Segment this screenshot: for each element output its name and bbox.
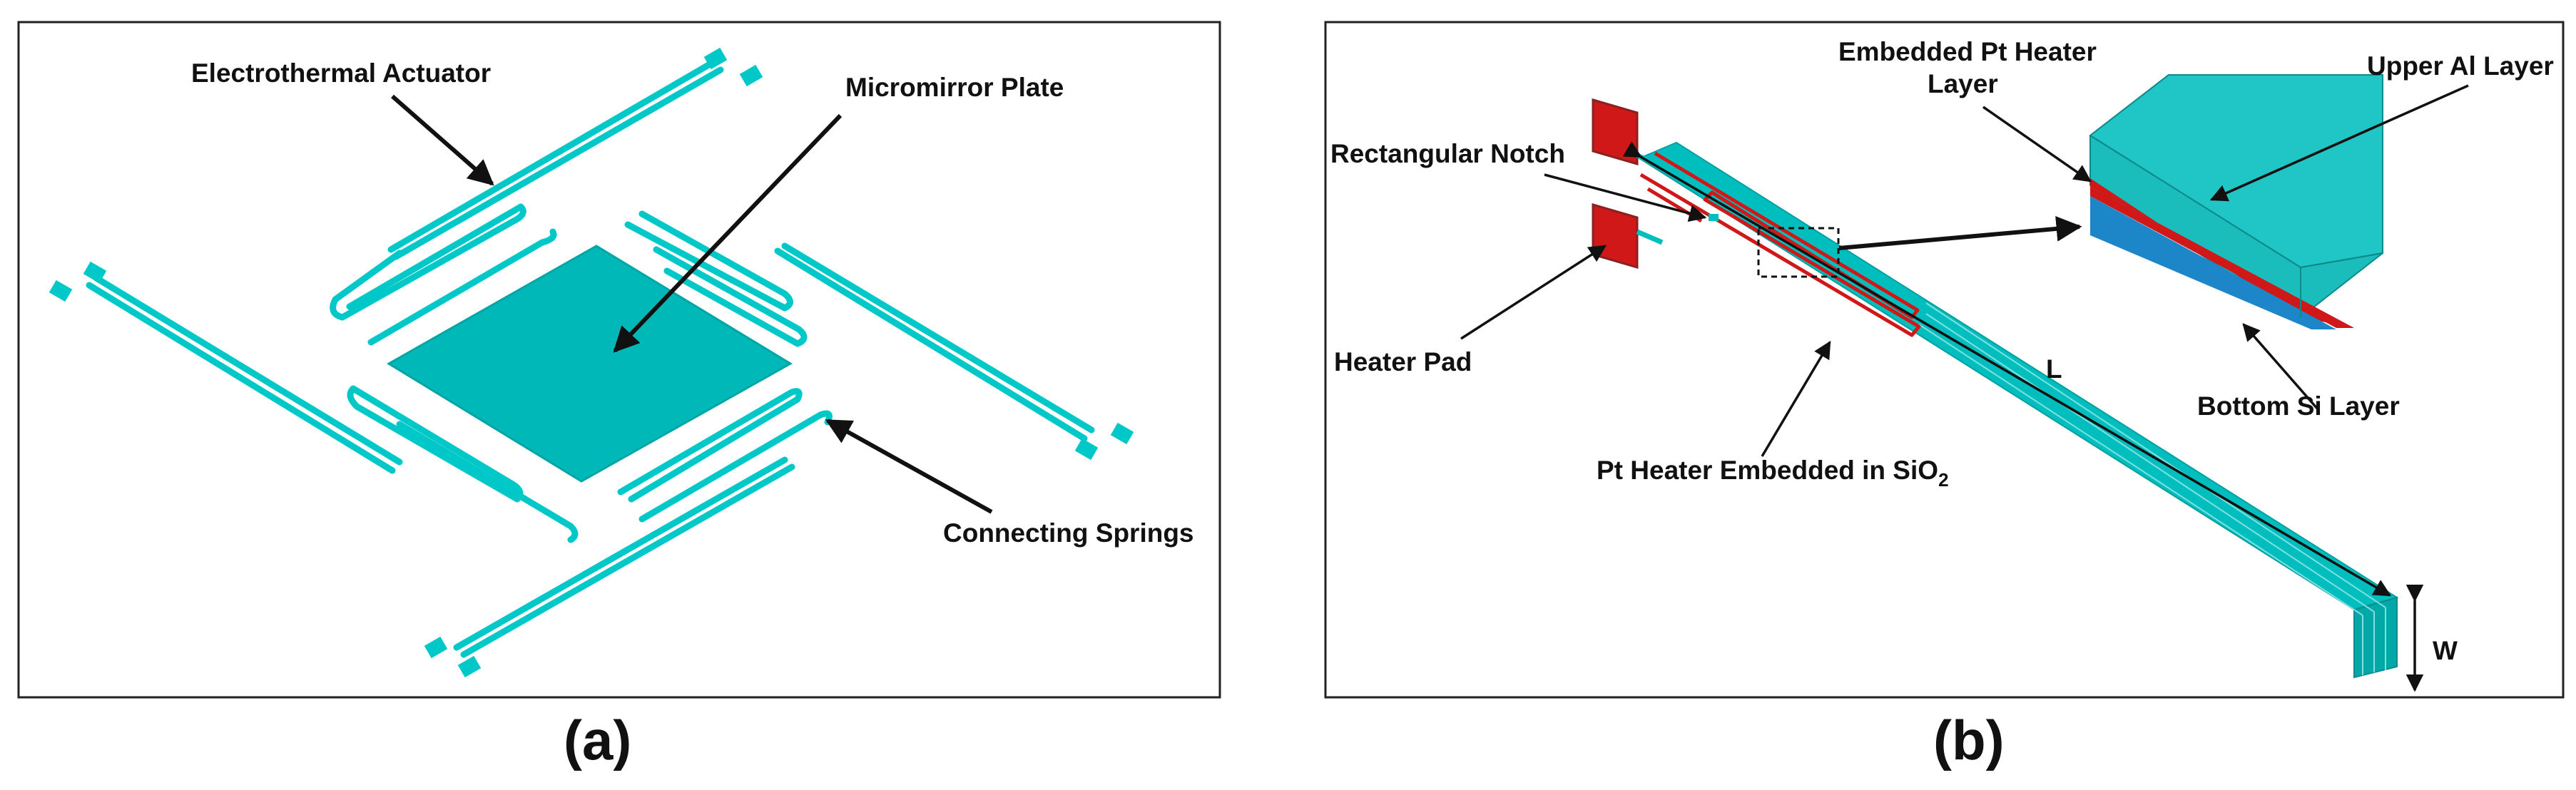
panel-a: Electrothermal Actuator Micromirror Plat… — [17, 21, 1221, 771]
label-bottom-si-layer: Bottom Si Layer — [2197, 391, 2400, 421]
label-rectangular-notch: Rectangular Notch — [1330, 139, 1565, 168]
panel-b: Embedded Pt Heater Layer Upper Al Layer … — [1324, 21, 2565, 771]
label-upper-al-layer: Upper Al Layer — [2367, 51, 2554, 81]
label-connecting-springs: Connecting Springs — [943, 518, 1194, 548]
arrow-plate — [613, 113, 842, 353]
arrow-heater-pad — [1460, 245, 1607, 340]
electrothermal-actuator-beams — [49, 47, 1134, 678]
label-heater-pad: Heater Pad — [1334, 347, 1472, 376]
arrow-actuator — [391, 94, 494, 186]
label-pt-heater-embedded-subscript: 2 — [1938, 469, 1948, 491]
label-width: W — [2433, 636, 2458, 665]
dimension-length — [1622, 141, 2392, 597]
label-pt-heater-embedded: Pt Heater Embedded in SiO2 — [1597, 456, 1949, 491]
label-length: L — [2046, 354, 2062, 384]
connecting-springs — [330, 203, 833, 543]
label-embedded-pt-heater-line1: Embedded Pt Heater — [1838, 37, 2097, 66]
label-pt-heater-embedded-main: Pt Heater Embedded in SiO — [1597, 456, 1938, 485]
micromirror-plate — [387, 245, 793, 483]
arrow-springs — [825, 419, 993, 514]
caption-b: (b) — [1933, 709, 2005, 771]
label-micromirror-plate: Micromirror Plate — [845, 73, 1064, 102]
label-embedded-pt-heater-line2: Layer — [1928, 69, 1998, 98]
label-electrothermal-actuator: Electrothermal Actuator — [191, 58, 491, 88]
caption-a: (a) — [564, 709, 631, 771]
